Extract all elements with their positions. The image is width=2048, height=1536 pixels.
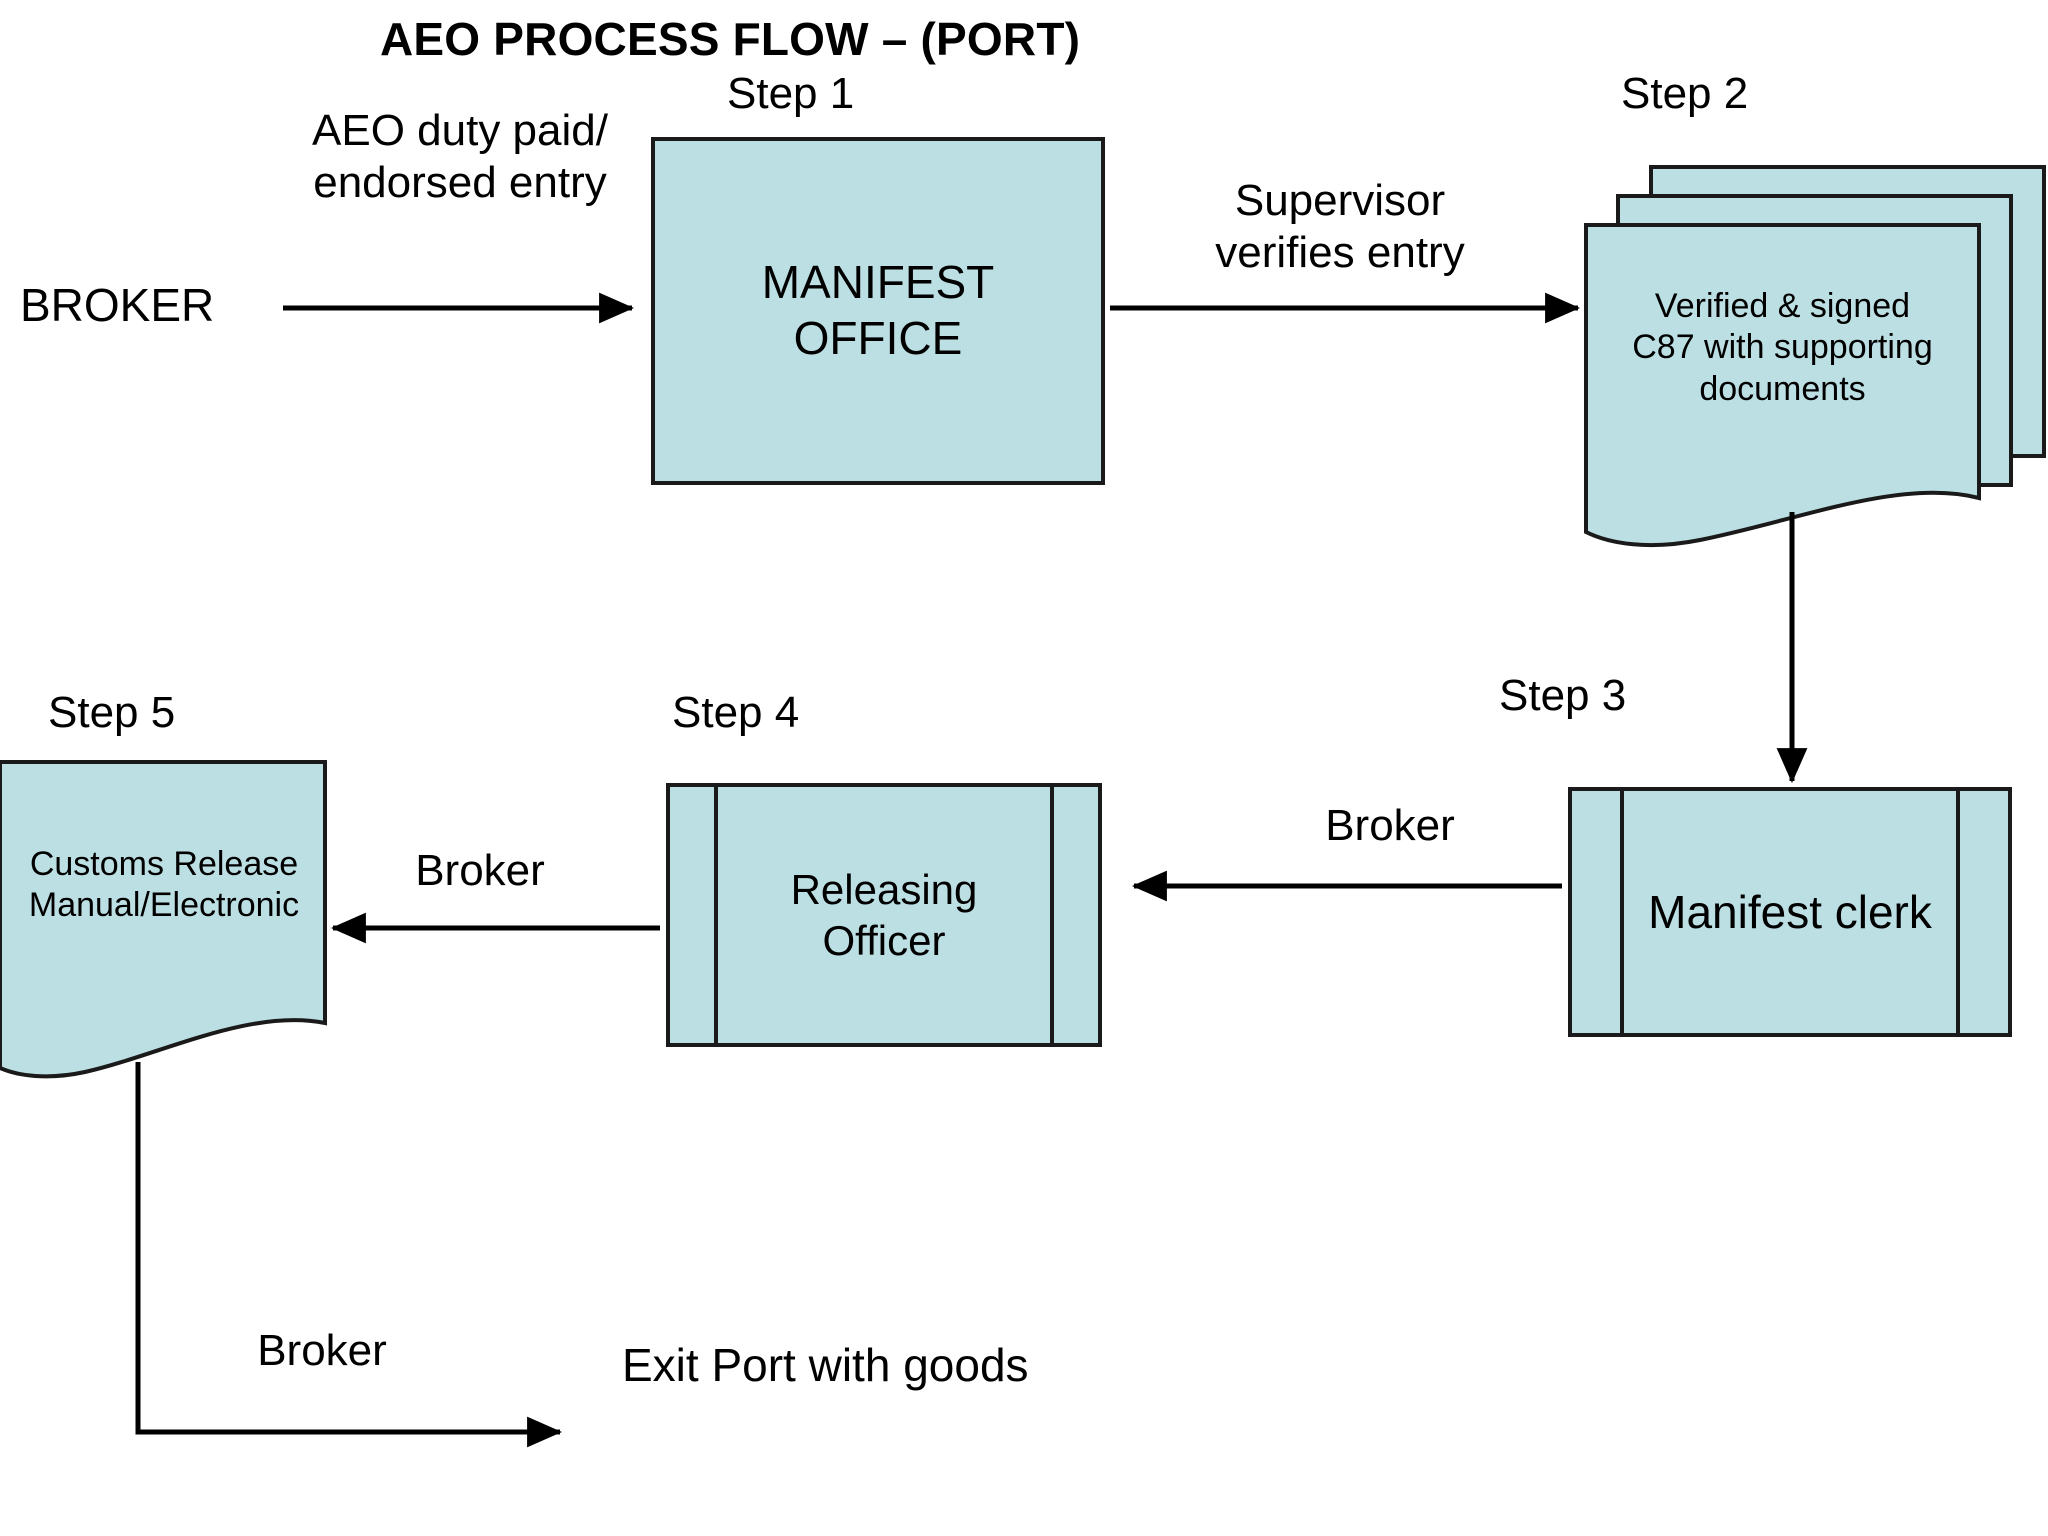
step2-node-hitarea[interactable]: [1586, 167, 2044, 547]
step3-node-hitarea[interactable]: [1570, 789, 2010, 1035]
step3-shape[interactable]: [1568, 787, 2012, 1037]
step1-label: Step 1: [727, 69, 855, 118]
connector-customs-to-exit: [135, 1062, 563, 1448]
connector-label-clerk-to-releasing: Broker: [1325, 801, 1455, 850]
actor-broker: BROKER: [20, 279, 215, 331]
page-title: AEO PROCESS FLOW – (PORT): [380, 13, 1081, 65]
step3-label: Step 3: [1499, 671, 1627, 720]
connector-label-releasing-to-customs: Broker: [415, 846, 545, 895]
step2-label: Step 2: [1621, 69, 1749, 118]
step1-shape[interactable]: [651, 137, 1105, 485]
connector-label-manifest-to-docs: Supervisor verifies entry: [1215, 176, 1465, 277]
outcome-exit-port: Exit Port with goods: [622, 1339, 1029, 1391]
step2-shape-front[interactable]: [1584, 223, 1981, 548]
connector-label-customs-to-exit: Broker: [257, 1326, 387, 1375]
step4-shape[interactable]: [666, 783, 1102, 1047]
connector-label-broker-to-manifest: AEO duty paid/ endorsed entry: [312, 106, 608, 207]
step5-label: Step 5: [48, 688, 176, 737]
step5-shape[interactable]: [0, 760, 327, 1079]
step4-label: Step 4: [672, 688, 800, 737]
step5-node-hitarea[interactable]: [0, 762, 325, 1080]
step1-node-hitarea[interactable]: [653, 139, 1103, 483]
step4-node-hitarea[interactable]: [668, 785, 1100, 1045]
